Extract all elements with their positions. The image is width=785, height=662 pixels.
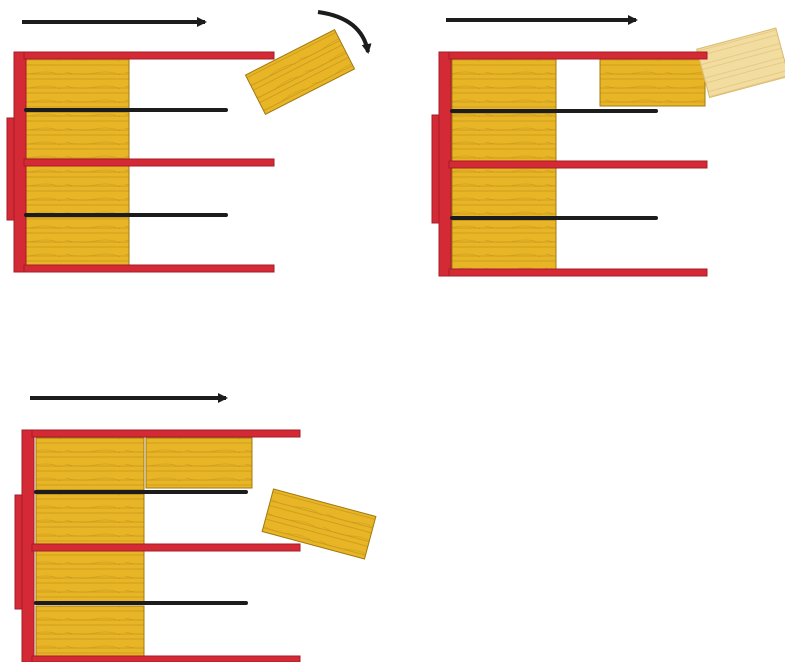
bale: [35, 493, 145, 545]
bale: [451, 219, 557, 271]
bale: [145, 437, 253, 489]
frame-rail-bottom: [31, 655, 301, 662]
bale: [35, 437, 145, 491]
bale-stack: [451, 57, 557, 271]
bale: [25, 57, 130, 111]
frame-rail-middle: [23, 158, 275, 167]
panel-step-1: [6, 10, 372, 273]
loader-frame: [14, 429, 301, 662]
bale: [451, 112, 557, 164]
frame-rail-middle: [31, 543, 301, 552]
panel-step-3: [14, 393, 377, 662]
incoming-bale: [599, 57, 706, 107]
panel-step-2: [431, 15, 785, 277]
bale: [25, 164, 130, 216]
bale: [35, 605, 145, 657]
loader-frame: [431, 51, 708, 277]
frame-rail-top: [448, 51, 708, 60]
frame-rail-bottom: [23, 264, 275, 273]
incoming-bale: [244, 29, 356, 115]
bale: [451, 166, 557, 218]
frame-rail-top: [23, 51, 275, 60]
incoming-bale: [261, 488, 377, 560]
frame-rail-bottom: [448, 268, 708, 277]
bale: [451, 57, 557, 111]
bale: [25, 111, 130, 163]
frame-rail-middle: [448, 160, 708, 169]
frame-rail-top: [31, 429, 301, 438]
curved-rotate-arrow-icon: [317, 10, 372, 54]
bale: [35, 549, 145, 603]
ghost-bale: [696, 27, 785, 99]
bale: [25, 216, 130, 268]
loader-frame: [6, 51, 275, 273]
